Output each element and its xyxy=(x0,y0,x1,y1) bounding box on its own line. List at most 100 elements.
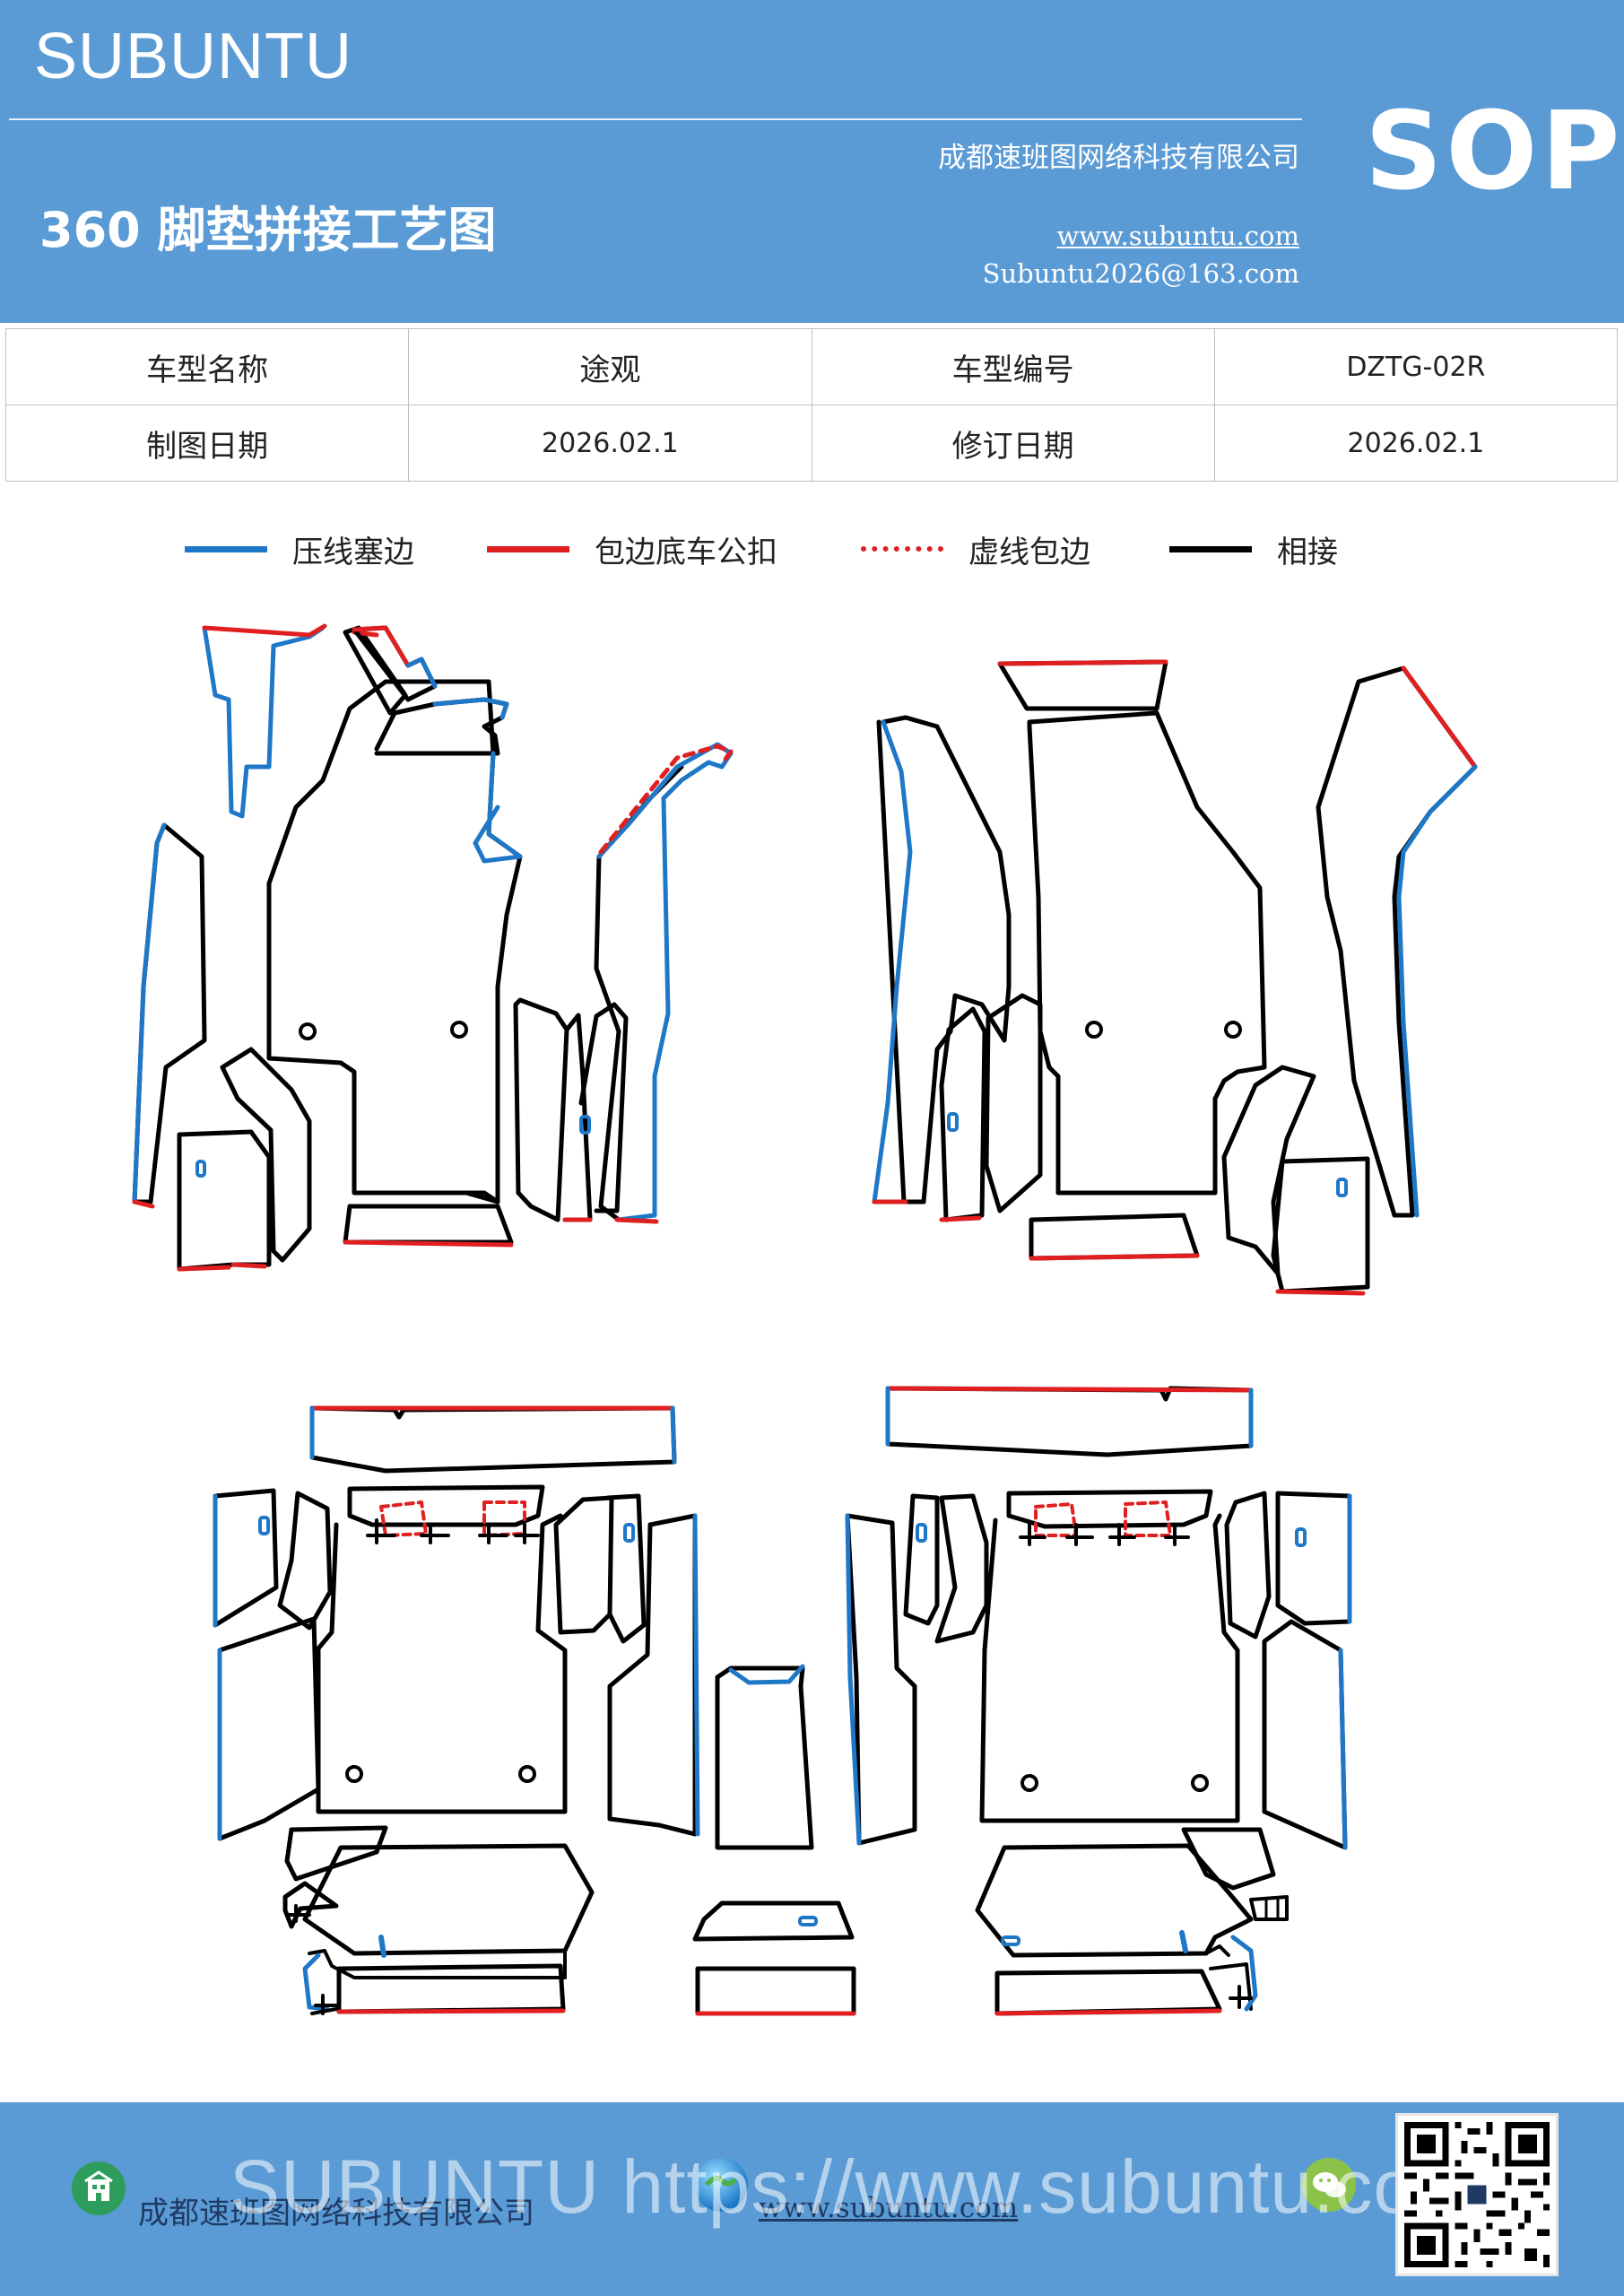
mat-piece xyxy=(885,1386,1254,1457)
page-header: SUBUNTU 360 脚垫拼接工艺图 成都速班图网络科技有限公司 www.su… xyxy=(0,0,1624,323)
page-footer: 成都速班图网络科技有限公司 www.subuntu.com xyxy=(0,2102,1624,2296)
mat-piece xyxy=(885,1386,1254,1448)
mat-piece xyxy=(553,1495,614,1635)
anchor-hole xyxy=(1085,1021,1103,1039)
model-code-value: DZTG-02R xyxy=(1213,328,1619,405)
mat-piece xyxy=(1396,764,1478,1218)
mat-piece xyxy=(336,2008,566,2014)
mat-piece xyxy=(1204,1944,1253,2011)
mat-piece xyxy=(845,1513,862,1846)
mat-piece xyxy=(885,1386,1254,1393)
legend-label: 包边底车公扣 xyxy=(595,534,777,570)
mat-piece xyxy=(1019,1523,1190,1546)
mat-piece xyxy=(316,1513,568,1814)
rear-right-mat-group xyxy=(845,1386,1352,2016)
mat-piece xyxy=(1034,1500,1172,1537)
anchor-hole xyxy=(518,1765,536,1783)
anchor-slot xyxy=(798,1916,818,1926)
mat-piece xyxy=(994,1969,1222,2016)
anchor-slot xyxy=(258,1516,270,1535)
mat-piece xyxy=(309,1405,677,1465)
mat-piece xyxy=(903,1493,940,1626)
mat-piece xyxy=(979,1513,1240,1823)
mat-piece xyxy=(598,744,734,855)
mat-piece xyxy=(934,1493,989,1644)
mat-piece xyxy=(309,1405,677,1474)
mat-piece xyxy=(132,822,207,1205)
mat-piece xyxy=(343,1204,514,1245)
draw-date-label: 制图日期 xyxy=(4,404,410,482)
anchor-hole xyxy=(450,1021,468,1039)
anchor-slot xyxy=(1336,1178,1348,1197)
mat-piece xyxy=(202,625,326,819)
legend-label: 相接 xyxy=(1277,534,1338,570)
mat-piece xyxy=(872,719,913,1205)
mat-piece xyxy=(984,993,1043,1213)
brand-logo-text: SUBUNTU xyxy=(34,21,353,92)
mat-piece xyxy=(352,625,411,668)
mat-piece xyxy=(845,1513,917,1846)
legend-label: 压线塞边 xyxy=(292,534,414,570)
watermark-text: SUBUNTU https://www.subuntu.com xyxy=(230,2144,1481,2229)
anchor-hole xyxy=(1020,1774,1038,1792)
header-email: Subuntu2026@163.com xyxy=(982,258,1299,289)
mat-piece xyxy=(876,715,1012,1205)
vehicle-info-table: 车型名称 途观 车型编号 DZTG-02R 制图日期 2026.02.1 修订日… xyxy=(4,328,1619,482)
mat-piece xyxy=(217,1616,321,1841)
anchor-slot xyxy=(1001,1935,1020,1946)
mat-piece xyxy=(1006,1489,1213,1529)
legend-item-dashed-wrap: 虚线包边 xyxy=(861,524,1090,574)
mat-piece xyxy=(578,1002,629,1213)
draw-date-value: 2026.02.1 xyxy=(408,404,812,482)
mat-piece xyxy=(975,1843,1254,1958)
anchor-hole xyxy=(1191,1774,1209,1792)
footer-company-name: 成都速班图网络科技有限公司 xyxy=(138,2196,534,2231)
mat-piece xyxy=(1264,1898,1280,1921)
red-dashed-swatch xyxy=(861,546,943,552)
mat-piece xyxy=(336,1963,566,2014)
model-name-value: 途观 xyxy=(408,328,812,405)
mat-piece xyxy=(132,822,167,1205)
legend-item-press-line: 压线塞边 xyxy=(185,524,414,574)
mat-piece xyxy=(607,1513,698,1837)
front-left-mat-group xyxy=(132,623,734,1272)
mat-piece xyxy=(692,1900,855,1942)
mat-piece xyxy=(177,1262,267,1272)
footer-website-link[interactable]: www.subuntu.com xyxy=(759,2192,1019,2224)
mat-piece xyxy=(715,1665,814,1850)
wechat-icon xyxy=(1302,2158,1356,2212)
table-row: 车型名称 途观 车型编号 DZTG-02R xyxy=(4,328,1619,405)
mat-piece xyxy=(343,625,408,716)
mat-piece xyxy=(347,1484,545,1527)
mat-piece xyxy=(1229,1985,1253,2009)
mat-piece xyxy=(369,1190,500,1205)
mat-piece xyxy=(378,1935,386,1958)
anchor-slot xyxy=(195,1160,206,1178)
model-name-label: 车型名称 xyxy=(4,328,410,405)
header-website-link[interactable]: www.subuntu.com xyxy=(1056,221,1299,251)
mat-piece xyxy=(939,1215,982,1222)
mat-piece xyxy=(284,1825,388,1882)
table-row: 制图日期 2026.02.1 修订日期 2026.02.1 xyxy=(4,404,1619,482)
red-line-swatch xyxy=(487,545,569,552)
mat-piece xyxy=(1401,665,1478,770)
mat-piece xyxy=(1224,1491,1272,1639)
mat-piece xyxy=(605,1493,647,1644)
black-line-swatch xyxy=(1169,545,1252,552)
blue-line-swatch xyxy=(185,545,267,552)
mat-piece xyxy=(366,1518,540,1544)
model-code-label: 车型编号 xyxy=(811,328,1215,405)
mat-piece xyxy=(379,1500,526,1537)
rear-left-mat-group xyxy=(213,1405,856,2016)
mat-piece xyxy=(994,2008,1222,2016)
line-legend: 压线塞边 包边底车公扣 虚线包边 相接 xyxy=(0,524,1624,578)
mat-piece xyxy=(1179,1930,1188,1953)
mat-piece xyxy=(1029,1253,1200,1261)
mat-piece xyxy=(405,657,438,689)
mat-piece xyxy=(132,1199,155,1209)
qr-code-image xyxy=(1395,2113,1559,2276)
mat-piece xyxy=(1262,1619,1348,1850)
front-right-mat-group xyxy=(872,659,1478,1296)
anchor-slot xyxy=(579,1115,591,1135)
mat-piece xyxy=(1027,710,1267,1196)
